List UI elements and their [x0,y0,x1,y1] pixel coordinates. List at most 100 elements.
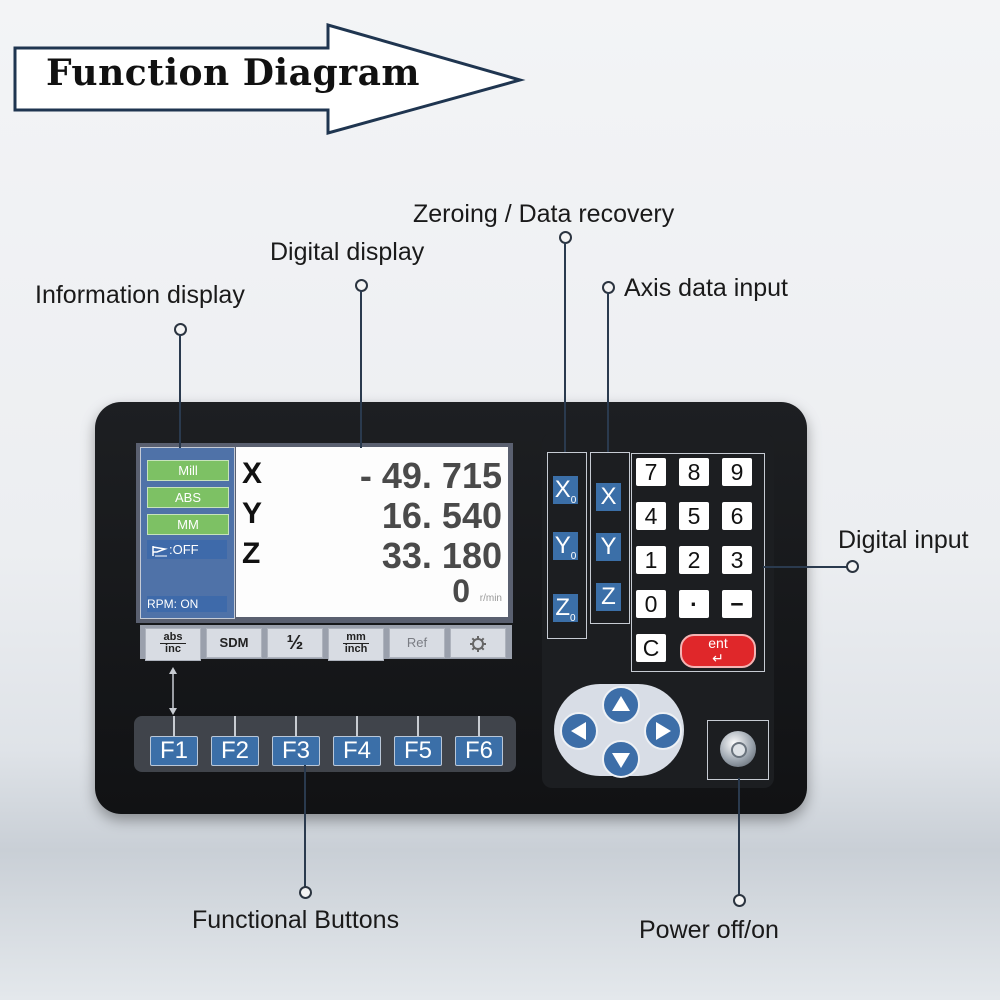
key-9[interactable]: 9 [722,458,752,486]
key-1[interactable]: 1 [636,546,666,574]
zero-x-button[interactable]: X0 [553,476,578,506]
key-decimal[interactable]: · [679,590,709,618]
callout-axis-data-input: Axis data input [624,274,788,302]
rpm-value: 0 [452,573,470,609]
coord-chip: ABS [147,487,229,508]
flag-icon [152,545,168,557]
fkey-tick [295,716,297,736]
callout-dot [299,886,312,899]
dpad-right-button[interactable] [644,712,682,750]
callout-digital-display: Digital display [270,238,425,266]
gear-icon [470,635,486,652]
axis-value-y: 16. 540 [381,495,502,536]
enter-button[interactable]: ent ↵ [680,634,756,668]
rpm-unit: r/min [479,593,502,604]
leader-line [564,242,566,452]
dpad-down-button[interactable] [602,740,640,778]
fkey-tick [173,716,175,736]
callout-functional-buttons: Functional Buttons [192,906,400,934]
softkey-abs-inc[interactable]: abs inc [145,628,201,661]
axis-value-x: - 49. 715 [359,455,502,496]
softkey-row: abs inc SDM ½ mm inch Ref [140,625,512,661]
f1-button[interactable]: F1 [150,736,198,766]
zero-y-label: Y [554,532,571,559]
mode-chip: Mill [147,460,229,481]
triangle-right-icon [656,722,671,740]
leader-line [607,292,609,452]
leader-line [304,765,306,888]
callout-zeroing: Zeroing / Data recovery [413,200,675,228]
triangle-up-icon [612,696,630,711]
axis-z-button[interactable]: Z [596,583,621,611]
dpad-left-button[interactable] [560,712,598,750]
axis-key-frame [590,452,630,624]
softkey-mm-label: mm [343,632,369,644]
axis-y-button[interactable]: Y [596,533,621,561]
status-row: :OFF [147,540,227,559]
fkey-tick [356,716,358,736]
key-0[interactable]: 0 [636,590,666,618]
axis-x-button[interactable]: X [596,483,621,511]
softkey-mm-inch[interactable]: mm inch [328,628,384,661]
zero-z-label: Z [555,594,571,621]
key-4[interactable]: 4 [636,502,666,530]
callout-digital-input: Digital input [838,526,969,554]
enter-arrow-icon: ↵ [712,650,724,666]
fkey-tick [417,716,419,736]
key-5[interactable]: 5 [679,502,709,530]
leader-line [763,566,847,568]
fkey-tick [478,716,480,736]
axis-letter-x: X [242,457,263,490]
zero-y-button[interactable]: Y0 [553,532,578,562]
f6-button[interactable]: F6 [455,736,503,766]
fkey-tick [234,716,236,736]
information-panel: Mill ABS MM :OFF RPM: ON [140,447,235,619]
callout-information-display: Information display [35,281,245,309]
triangle-down-icon [612,753,630,768]
softkey-inc-label: inc [165,643,181,655]
digital-display: X - 49. 715 Y 16. 540 Z 33. 180 0 r/min [236,447,508,617]
enter-label: ent [708,635,728,651]
axis-letter-z: Z [242,537,261,570]
zero-x-label: X [554,476,571,503]
axis-value-z: 33. 180 [381,535,502,576]
callout-dot [846,560,859,573]
rpm-status: RPM: ON [147,596,227,612]
softkey-settings[interactable] [450,628,506,658]
key-6[interactable]: 6 [722,502,752,530]
softkey-inch-label: inch [344,643,368,655]
key-3[interactable]: 3 [722,546,752,574]
power-button[interactable] [720,731,756,767]
softkey-abs-label: abs [160,632,186,644]
key-minus[interactable]: − [722,590,752,618]
leader-line [360,290,362,448]
callout-dot [733,894,746,907]
zero-y-sub: 0 [570,550,577,562]
unit-chip: MM [147,514,229,535]
diagram-title: Function Diagram [46,52,420,94]
softkey-ref[interactable]: Ref [389,628,445,658]
dpad-up-button[interactable] [602,686,640,724]
status-text: :OFF [169,542,199,557]
f5-button[interactable]: F5 [394,736,442,766]
key-8[interactable]: 8 [679,458,709,486]
leader-line [179,334,181,448]
zero-key-frame [547,452,587,639]
key-2[interactable]: 2 [679,546,709,574]
zero-x-sub: 0 [570,494,577,506]
key-clear[interactable]: C [636,634,666,662]
leader-line [738,778,740,896]
f4-button[interactable]: F4 [333,736,381,766]
axis-letter-y: Y [242,497,263,530]
f3-button[interactable]: F3 [272,736,320,766]
zero-z-button[interactable]: Z0 [553,594,578,624]
title-arrow-shape [13,23,526,135]
triangle-left-icon [571,722,586,740]
callout-power: Power off/on [639,916,779,944]
digital-input-frame [631,453,765,672]
softkey-half[interactable]: ½ [267,628,323,658]
softkey-sdm[interactable]: SDM [206,628,262,658]
zero-z-sub: 0 [570,612,576,624]
f2-button[interactable]: F2 [211,736,259,766]
key-7[interactable]: 7 [636,458,666,486]
